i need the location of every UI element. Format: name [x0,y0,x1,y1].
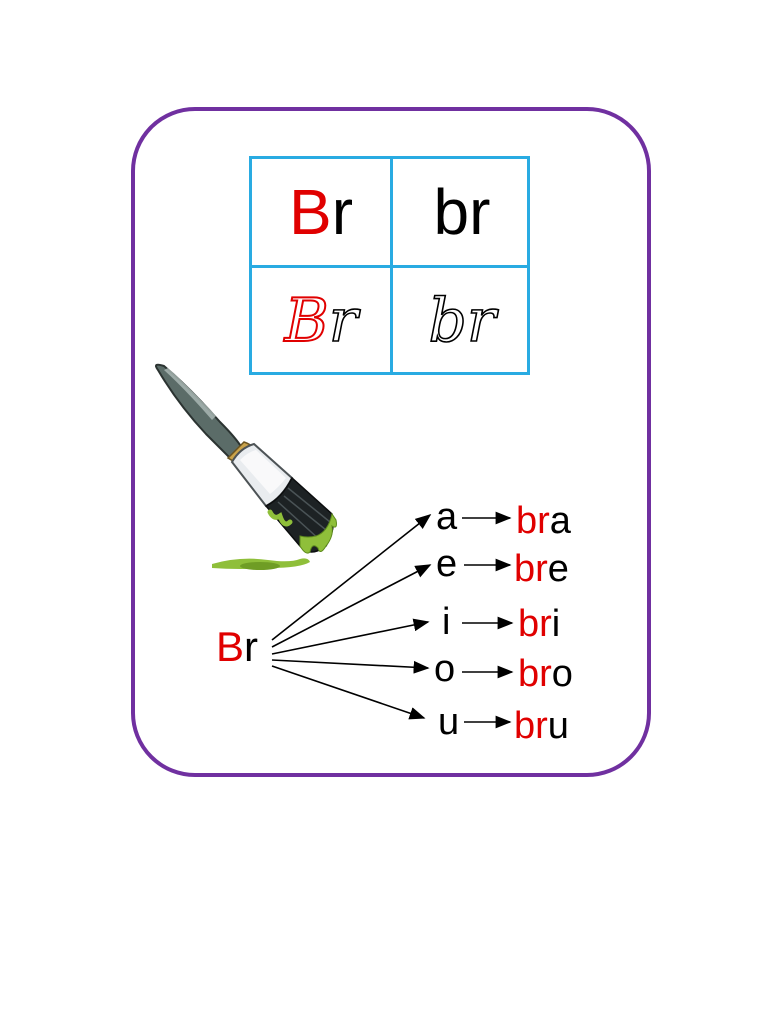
arrow-to-o [271,659,430,674]
source-rest: r [244,623,259,670]
cursive-uppercase-rest: r [328,286,358,356]
syllable-vowel: o [551,653,573,695]
syllable-bri: bri [518,605,560,643]
vowel-a: a [436,496,458,538]
brush-handle [155,363,244,460]
print-uppercase-cap: B [289,176,332,248]
syllable-vowel: u [547,705,569,747]
syllable-vowel: e [547,548,569,590]
syllable-vowel: a [549,500,571,542]
vowel-e: e [436,543,458,585]
syllable-vowel: i [551,603,561,645]
syllable-bru: bru [514,707,569,745]
cursive-lowercase-text: br [428,286,497,356]
print-lowercase-cell: br [393,159,531,265]
arrow-to-a [271,514,432,641]
syllable-stem: br [518,603,552,645]
cursive-uppercase-cap: B [284,286,330,356]
cursive-lowercase-cell: br [393,268,531,374]
syllable-stem: br [514,705,548,747]
syllable-bre: bre [514,550,569,588]
paintbrush-icon [155,363,337,570]
arrow-to-u [271,665,426,720]
grid-divider-horizontal [252,265,527,268]
paint-smear [267,509,293,527]
vowel-o: o [434,648,456,690]
syllable-bra: bra [516,502,571,540]
arrow-to-i [271,618,430,655]
print-lowercase-text: br [433,176,491,248]
syllable-bro: bro [518,655,573,693]
source-cap: B [216,623,245,670]
paint-drips [299,512,337,554]
syllable-stem: br [518,653,552,695]
arrow-to-e [271,564,432,648]
brush-ferrule-shine [240,450,286,494]
syllable-stem: br [514,548,548,590]
vowel-i: i [442,601,451,643]
bristle-lines [277,487,331,541]
print-uppercase-rest: r [331,176,353,248]
paint-puddle-shade [240,562,280,570]
vowel-u: u [438,701,460,743]
syllable-stem: br [516,500,550,542]
source-syllable: Br [216,626,258,668]
brush-handle-highlight [164,368,216,420]
